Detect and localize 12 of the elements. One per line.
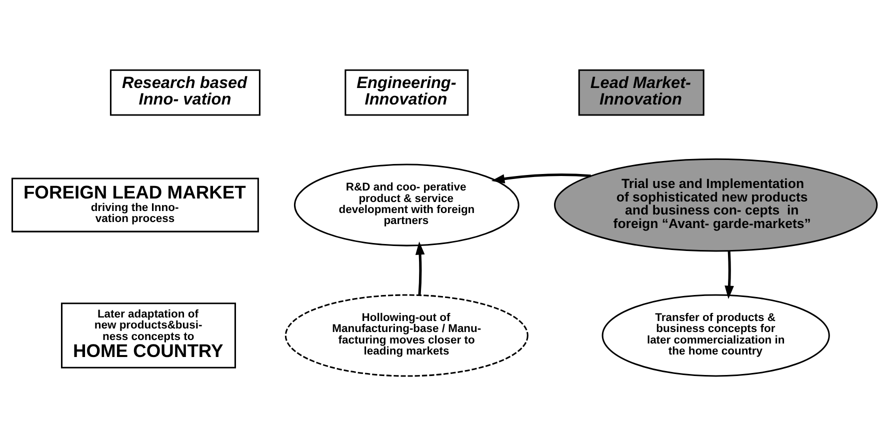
- arrow: [415, 240, 425, 295]
- node-box: FOREIGN LEAD MARKET driving the Inno- vation process: [11, 177, 259, 232]
- node-ellipse: Hollowing-out of Manufacturing-base / Manu- facturing moves closer to leading markets: [284, 294, 528, 376]
- arrow: [724, 250, 734, 298]
- node-box: Later adaptation of new products&busi- ness concepts to HOME COUNTRY: [60, 302, 236, 368]
- node-ellipse: Transfer of products & business concepts for later commercialization in the home country: [602, 294, 830, 376]
- arrow: [491, 172, 591, 183]
- node-ellipse: Trial use and Implementation of sophisticated new products and business con- cepts in foreign “Avant- garde-markets”: [554, 158, 878, 252]
- node-box: Lead Market- Innovation: [578, 68, 704, 116]
- node-box: Research based Inno- vation: [110, 68, 260, 116]
- node-ellipse: R&D and coo- perative product & service development with foreign partners: [294, 163, 520, 246]
- node-box: Engineering- Innovation: [344, 68, 469, 116]
